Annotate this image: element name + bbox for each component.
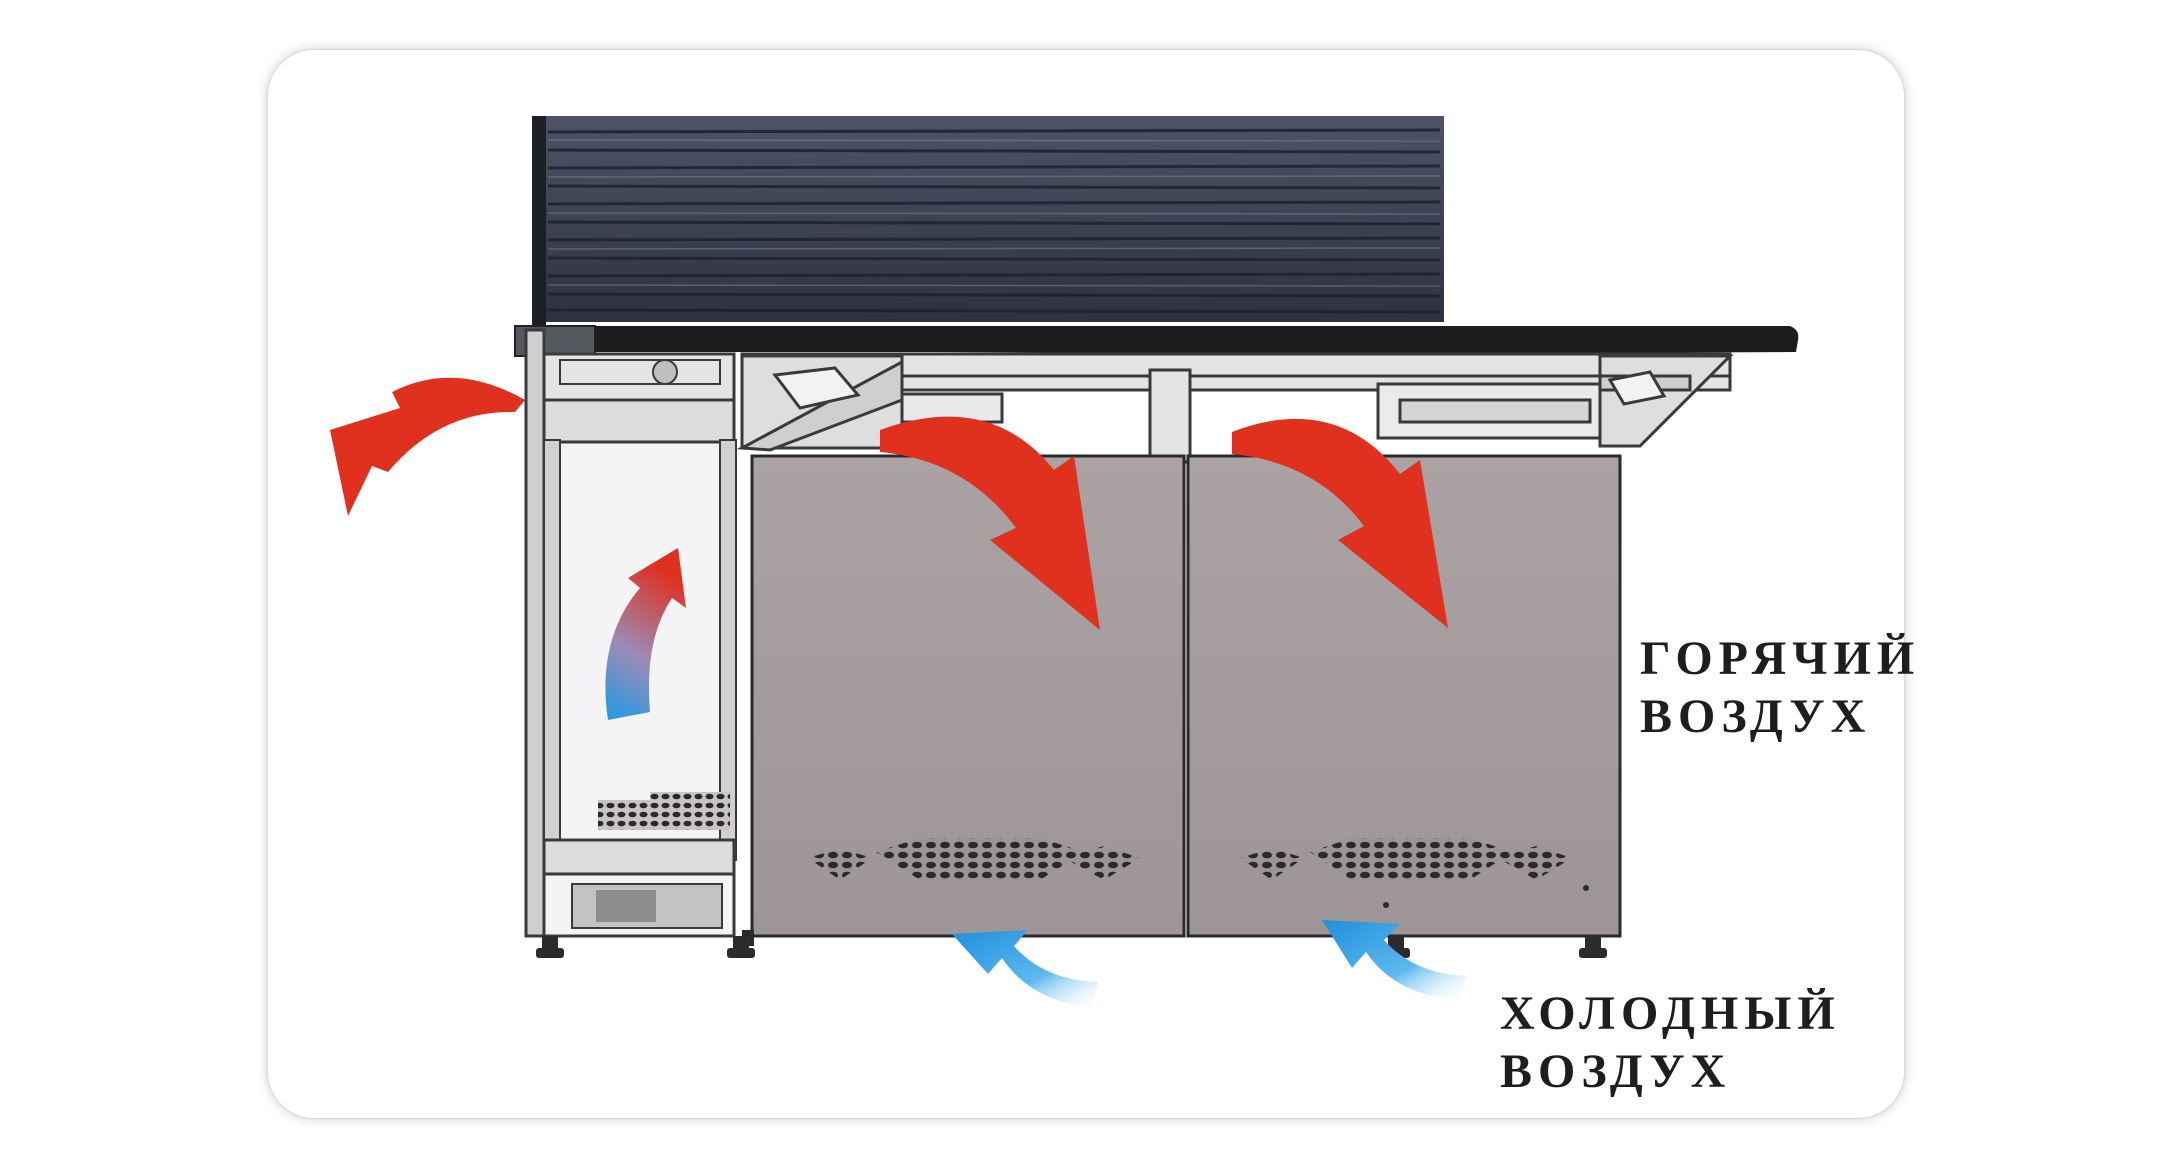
counter-frame: [538, 352, 1734, 464]
worktop: [514, 325, 1799, 357]
counter-feet: [536, 936, 1607, 958]
rising-air-arrow: [605, 548, 686, 720]
compressor-compartment: [524, 328, 737, 938]
hot-air-arrow-left: [880, 416, 1100, 630]
cold-air-arrow-right: [1322, 920, 1466, 1000]
splashback: [532, 116, 1444, 340]
hot-air-exhaust-arrow: [330, 377, 525, 516]
cold-air-label-line1: ХОЛОДНЫЙ: [1500, 987, 1841, 1040]
cold-air-arrow-left: [952, 930, 1098, 1008]
hot-air-label: ГОРЯЧИЙ ВОЗДУХ: [1640, 630, 1920, 746]
cold-air-label-line2: ВОЗДУХ: [1500, 1045, 1732, 1098]
hot-air-label-line2: ВОЗДУХ: [1640, 690, 1872, 743]
cold-air-label: ХОЛОДНЫЙ ВОЗДУХ: [1500, 985, 1841, 1101]
hot-air-arrow-right: [1232, 418, 1448, 628]
hot-air-label-line1: ГОРЯЧИЙ: [1640, 632, 1921, 685]
cabinet-door-left: [742, 454, 1186, 946]
